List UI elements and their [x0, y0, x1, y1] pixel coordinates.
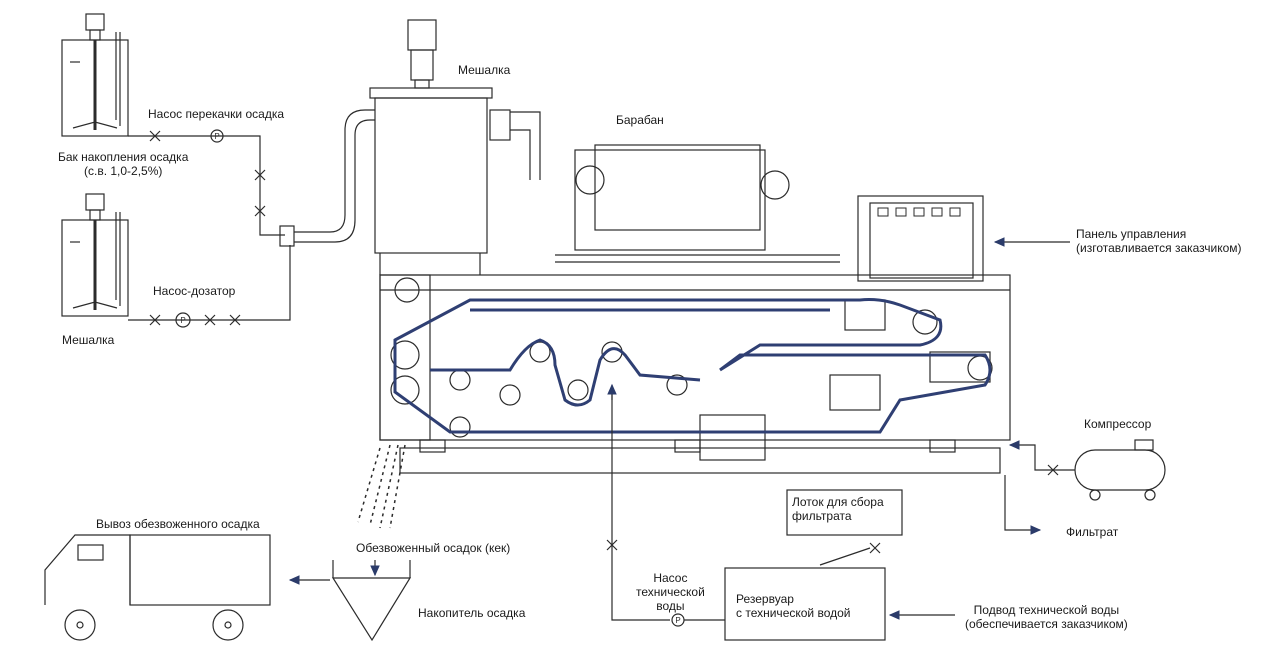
label-reservoir: Резервуар с технической водой: [736, 592, 851, 620]
label-filtrate-tray-line1: Лоток для сбора: [792, 495, 884, 509]
label-control-panel: Панель управления (изготавливается заказ…: [1076, 227, 1242, 255]
transfer-pipeline: [128, 129, 285, 236]
label-storage-tank: Бак накопления осадка (с.в. 1,0-2,5%): [58, 150, 188, 178]
label-cake: Обезвоженный осадок (кек): [356, 541, 511, 555]
label-mixer-top: Мешалка: [458, 63, 511, 77]
drum-unit: [555, 144, 840, 263]
label-storage-tank-line1: Бак накопления осадка: [58, 150, 189, 164]
label-cake-removal: Вывоз обезвоженного осадка: [96, 517, 260, 531]
label-control-panel-line1: Панель управления: [1076, 227, 1187, 241]
label-tech-pump-line1: Насос: [653, 571, 688, 585]
storage-tank: [61, 13, 129, 137]
label-tech-pump: Насос технической воды: [636, 571, 705, 613]
label-tech-pump-line3: воды: [656, 599, 685, 613]
label-filtrate-tray-line2: фильтрата: [792, 509, 852, 523]
label-transfer-pump: Насос перекачки осадка: [148, 107, 285, 121]
dosing-pipeline: [128, 225, 295, 328]
control-panel: [857, 195, 984, 282]
label-control-panel-line2: (изготавливается заказчиком): [1076, 241, 1242, 255]
dosing-pump-symbol: P: [180, 316, 185, 325]
tech-pump-symbol: P: [675, 616, 680, 625]
filter-belt: [393, 298, 992, 434]
label-compressor: Компрессор: [1084, 417, 1152, 431]
label-storage-tank-line2: (с.в. 1,0-2,5%): [83, 164, 163, 178]
belt-press-frame: [379, 274, 1011, 474]
label-reservoir-line2: с технической водой: [736, 606, 851, 620]
compressor: [1008, 439, 1166, 501]
filter-belt-inner: [430, 308, 830, 407]
label-water-supply-line2: (обеспечивается заказчиком): [965, 617, 1128, 631]
falling-cake: [357, 444, 406, 529]
label-filtrate: Фильтрат: [1066, 525, 1119, 539]
label-sludge-hopper: Накопитель осадка: [418, 606, 526, 620]
filtrate-tray: [786, 475, 1042, 536]
truck: [44, 534, 271, 641]
label-water-supply: Подвод технической воды (обеспечивается …: [965, 603, 1128, 631]
mixer-tank: [61, 193, 129, 317]
label-tech-pump-line2: технической: [636, 585, 705, 599]
label-water-supply-line1: Подвод технической воды: [973, 603, 1120, 617]
label-mixer-left: Мешалка: [62, 333, 115, 347]
label-filtrate-tray: Лоток для сбора фильтрата: [792, 495, 884, 523]
big-mixer: [369, 19, 541, 275]
label-reservoir-line1: Резервуар: [736, 592, 794, 606]
sludge-hopper: [288, 560, 412, 642]
transfer-pump-symbol: P: [214, 132, 219, 141]
technical-water-system: [606, 383, 955, 641]
label-drum: Барабан: [616, 113, 664, 127]
mixer-feed-pipe: [294, 109, 375, 243]
label-dosing-pump: Насос-дозатор: [153, 284, 236, 298]
